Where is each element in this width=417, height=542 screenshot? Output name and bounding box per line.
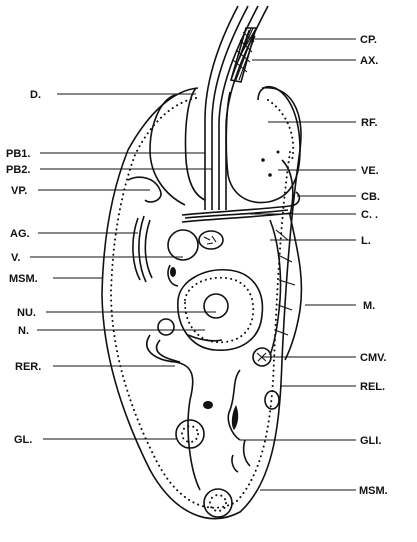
label-n: N. <box>18 325 29 337</box>
label-d: D. <box>30 89 41 101</box>
label-gl: GL. <box>14 434 32 446</box>
cell-outline <box>102 88 301 519</box>
label-v: V. <box>11 252 20 264</box>
labels-right: CP. AX. RF. VE. CB. C. . L. M. CMV. REL.… <box>359 34 388 497</box>
label-ax: AX. <box>360 55 378 67</box>
label-pb1: PB1. <box>6 148 30 160</box>
label-nu: NU. <box>17 307 36 319</box>
flagellar-pocket <box>150 87 300 205</box>
label-ag: AG. <box>10 228 30 240</box>
label-c: C. . <box>361 209 378 221</box>
labels-left: D. PB1. PB2. VP. AG. V. MSM. NU. N. RER.… <box>6 89 41 446</box>
flagellum <box>205 6 268 210</box>
cell-membrane-dots-right <box>268 100 293 160</box>
label-msm-right: MSM. <box>359 485 388 497</box>
label-cp: CP. <box>360 34 377 46</box>
label-gli: GLI. <box>360 435 381 447</box>
label-m: M. <box>363 300 375 312</box>
label-vp: VP. <box>11 185 27 197</box>
leader-lines <box>30 39 356 490</box>
label-msm-left: MSM. <box>9 273 38 285</box>
cell-body <box>102 88 301 519</box>
left-organelles <box>128 177 223 286</box>
label-cmv: CMV. <box>360 352 387 364</box>
label-l: L. <box>361 235 371 247</box>
label-rel: REL. <box>360 381 385 393</box>
label-rer: RER. <box>15 361 41 373</box>
nucleolus <box>204 294 228 318</box>
label-cb: CB. <box>361 191 380 203</box>
label-ve: VE. <box>361 165 379 177</box>
label-rf: RF. <box>361 117 378 129</box>
label-pb2: PB2. <box>6 164 30 176</box>
nucleus <box>178 270 263 350</box>
